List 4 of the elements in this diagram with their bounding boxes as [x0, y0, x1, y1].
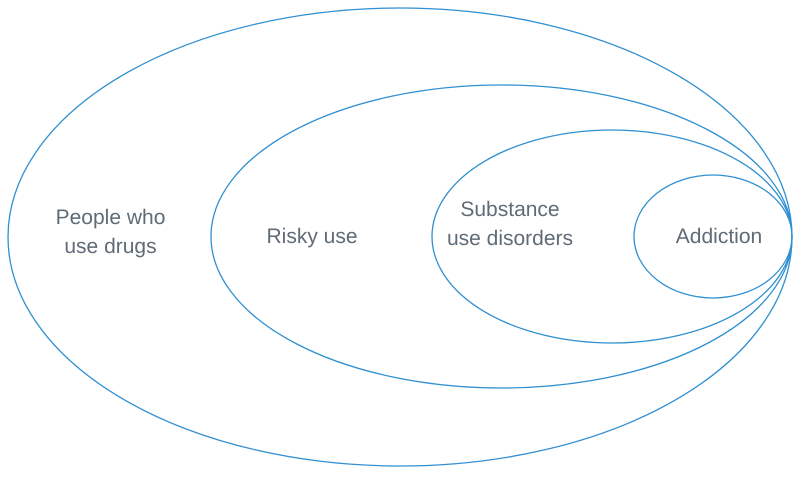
category-label: Substance use disorders [446, 197, 574, 252]
category-label: Risky use [265, 224, 359, 250]
category-label: Addiction [674, 224, 764, 250]
category-label: People who use drugs [54, 205, 166, 260]
